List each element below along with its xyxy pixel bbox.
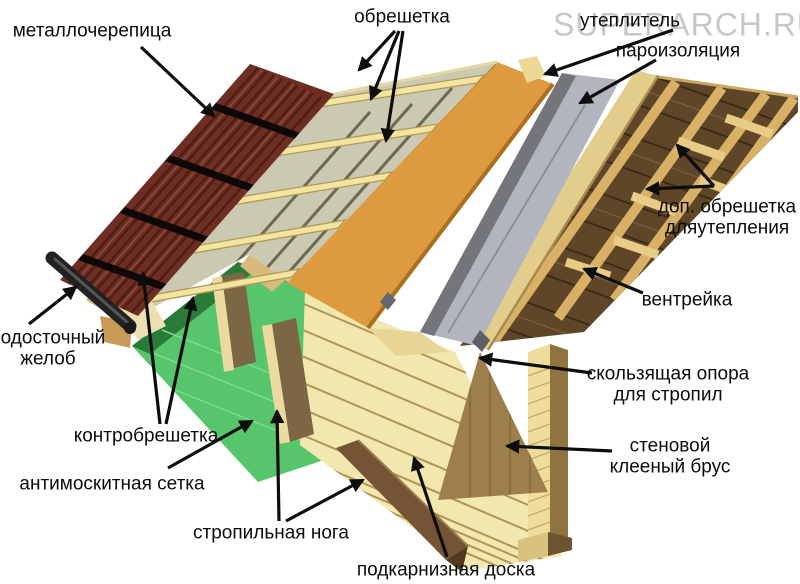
label-vapor-barrier-text: пароизоляция — [615, 40, 741, 62]
label-mosquito-net: антимоскитная сетка — [19, 473, 204, 494]
arrow-metal-tile — [139, 45, 216, 118]
label-eaves-board-text: подкарнизная доска — [356, 559, 536, 581]
arrow-counter-lathing-1 — [137, 270, 162, 425]
label-rafter-leg: стропильная нога — [193, 522, 349, 543]
label-mosquito-net-text: антимоскитная сетка — [19, 473, 205, 495]
metal-tile-layer — [60, 64, 334, 316]
label-extra-lathing-line2: дляутепления — [664, 218, 790, 239]
label-wall-timber-line2: клееный брус — [609, 457, 731, 478]
arrow-insulation — [542, 28, 674, 77]
label-wall-timber: стеновой клееный брус — [610, 436, 731, 479]
label-rafter-leg-text: стропильная нога — [193, 522, 349, 544]
sliding-support-bracket — [380, 292, 490, 352]
arrow-lathing-1 — [357, 29, 397, 72]
arrow-extra-lathing-1 — [675, 143, 716, 188]
wall-timber-column — [518, 344, 572, 562]
label-vent-batten-text: вентрейка — [641, 289, 733, 311]
eaves-board — [336, 439, 469, 572]
label-gutter: водосточный желоб — [0, 328, 105, 371]
watermark-superarch: SUPERARCH.RU — [552, 6, 800, 43]
label-metal-tile-text: металлочерепица — [12, 20, 172, 42]
arrow-rafter-leg-1 — [270, 408, 285, 522]
label-lathing-text: обрешетка — [354, 6, 450, 28]
label-gutter-line2: желоб — [20, 349, 76, 370]
arrow-eaves-board — [411, 455, 449, 558]
label-extra-lathing: доп. обрешетка дляутепления — [658, 197, 796, 240]
label-sliding-support-line2: для стропил — [613, 385, 723, 406]
arrow-vapor-barrier — [578, 58, 657, 105]
label-insulation: утеплитель — [580, 10, 680, 31]
arrow-vent-batten — [581, 266, 644, 295]
label-wall-timber-line1: стеновой — [629, 435, 711, 457]
arrow-counter-lathing-2 — [164, 295, 198, 425]
gutter-element — [45, 251, 137, 334]
label-vent-batten: вентрейка — [642, 289, 733, 310]
arrow-lathing-2 — [369, 30, 401, 101]
arrow-mosquito-net — [167, 419, 254, 470]
counter-batten-end — [240, 254, 285, 292]
vapor-barrier-layer — [420, 73, 620, 346]
label-eaves-board: подкарнизная доска — [357, 559, 535, 580]
arrow-gutter — [28, 285, 78, 326]
label-metal-tile: металлочерепица — [13, 20, 172, 41]
arrow-lathing-3 — [380, 30, 405, 144]
label-extra-lathing-line1: доп. обрешетка — [657, 196, 797, 218]
label-sliding-support: скользящая опора для стропил — [587, 364, 749, 407]
label-counter-lathing: контробрешетка — [74, 425, 219, 446]
label-sliding-support-line1: скользящая опора — [586, 363, 750, 385]
label-gutter-line1: водосточный — [0, 327, 106, 349]
label-lathing: обрешетка — [354, 6, 450, 27]
arrow-extra-lathing-2 — [644, 181, 715, 196]
arrow-sliding-support — [477, 352, 593, 375]
arrow-rafter-leg-2 — [285, 478, 365, 523]
arrow-wall-timber — [504, 439, 613, 454]
label-counter-lathing-text: контробрешетка — [73, 425, 219, 447]
label-insulation-text: утеплитель — [580, 10, 680, 32]
leader-arrows — [28, 28, 716, 558]
label-vapor-barrier: пароизоляция — [616, 40, 740, 61]
